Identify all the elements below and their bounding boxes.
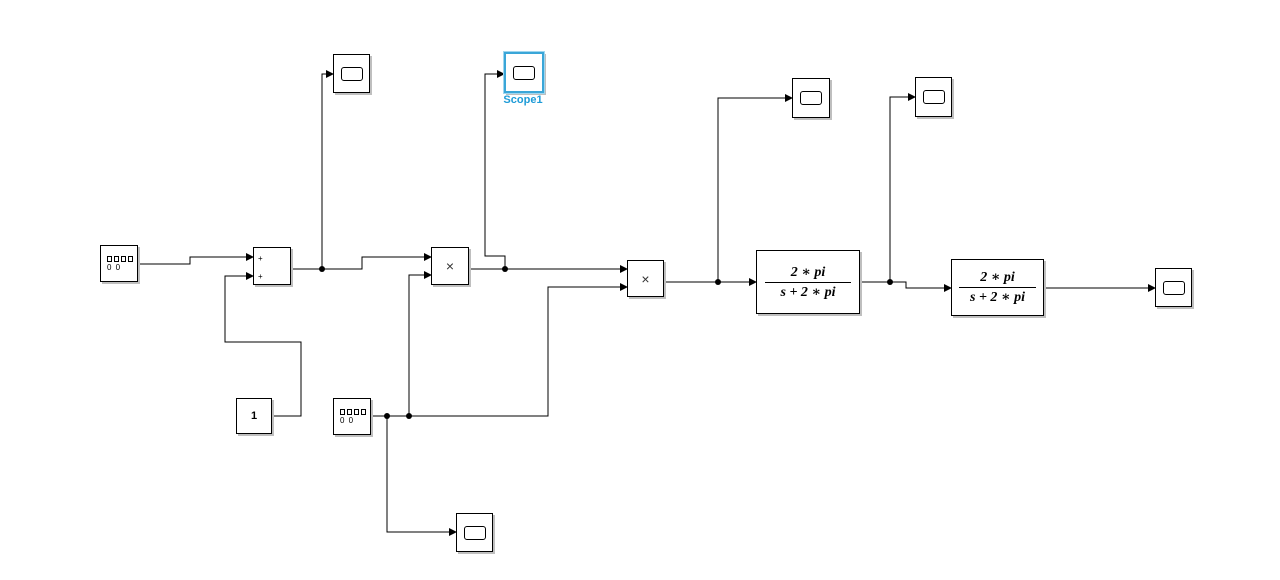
sum-sign-bottom: + bbox=[258, 272, 263, 281]
transfer-function-2[interactable]: 2 ∗ pi s + 2 ∗ pi bbox=[951, 259, 1044, 316]
wire-source1-to-sum[interactable] bbox=[138, 253, 254, 265]
wire-product2-to-scope-c[interactable] bbox=[717, 94, 793, 282]
wire-source2-to-product1[interactable] bbox=[408, 271, 432, 416]
scope1-label[interactable]: Scope1 bbox=[503, 94, 543, 106]
sequence-zeros-text: 0 0 bbox=[340, 415, 355, 425]
product-block-2[interactable]: × bbox=[627, 260, 664, 297]
product-block-1[interactable]: × bbox=[431, 247, 469, 285]
wire-tf1-to-tf2[interactable] bbox=[860, 281, 952, 292]
scope-bottom[interactable] bbox=[456, 513, 493, 552]
scope-screen-icon bbox=[1162, 280, 1185, 295]
repeating-sequence-source-1[interactable]: 0 0 bbox=[100, 245, 138, 282]
junction-dot bbox=[715, 279, 721, 285]
wire-tf1-to-scope-d[interactable] bbox=[889, 93, 916, 282]
scope-screen-icon bbox=[513, 65, 535, 80]
wire-product1-to-scope1[interactable] bbox=[484, 70, 506, 269]
constant-value: 1 bbox=[250, 410, 258, 422]
repeating-sequence-icon bbox=[340, 408, 366, 415]
tf1-denominator: s + 2 ∗ pi bbox=[780, 284, 836, 300]
wire-constant-to-sum[interactable] bbox=[224, 272, 302, 417]
wire-source2-to-product2[interactable] bbox=[409, 283, 628, 417]
scope-screen-icon bbox=[463, 525, 486, 540]
tf2-numerator: 2 ∗ pi bbox=[980, 270, 1015, 285]
scope1[interactable] bbox=[504, 52, 544, 93]
scope-output[interactable] bbox=[1155, 268, 1192, 307]
multiply-icon: × bbox=[445, 258, 455, 274]
constant-block[interactable]: 1 bbox=[236, 398, 272, 434]
scope-d[interactable] bbox=[915, 77, 952, 117]
tf2-denominator: s + 2 ∗ pi bbox=[970, 290, 1025, 305]
sum-block[interactable]: + + bbox=[253, 247, 291, 285]
fraction-bar bbox=[959, 287, 1036, 288]
wire-source2-to-scope-bottom[interactable] bbox=[386, 416, 457, 536]
junction-dot bbox=[384, 413, 390, 419]
tf1-numerator: 2 ∗ pi bbox=[790, 264, 826, 280]
multiply-icon: × bbox=[641, 270, 650, 287]
transfer-function-1[interactable]: 2 ∗ pi s + 2 ∗ pi bbox=[756, 250, 860, 314]
repeating-sequence-source-2[interactable]: 0 0 bbox=[333, 398, 371, 435]
scope-screen-icon bbox=[800, 91, 822, 105]
scope-a[interactable] bbox=[333, 54, 370, 93]
junction-dot bbox=[887, 279, 893, 285]
scope-screen-icon bbox=[340, 66, 363, 81]
sequence-zeros-text: 0 0 bbox=[107, 262, 122, 272]
wire-sum-to-scope-a[interactable] bbox=[321, 70, 334, 269]
junction-dot bbox=[406, 413, 412, 419]
scope-screen-icon bbox=[922, 90, 945, 104]
wire-sum-to-product1[interactable] bbox=[291, 253, 432, 270]
scope-c[interactable] bbox=[792, 78, 830, 118]
junction-dot bbox=[502, 266, 508, 272]
sum-sign-top: + bbox=[258, 254, 263, 263]
repeating-sequence-icon bbox=[107, 255, 133, 262]
junction-dot bbox=[319, 266, 325, 272]
fraction-bar bbox=[765, 281, 851, 283]
